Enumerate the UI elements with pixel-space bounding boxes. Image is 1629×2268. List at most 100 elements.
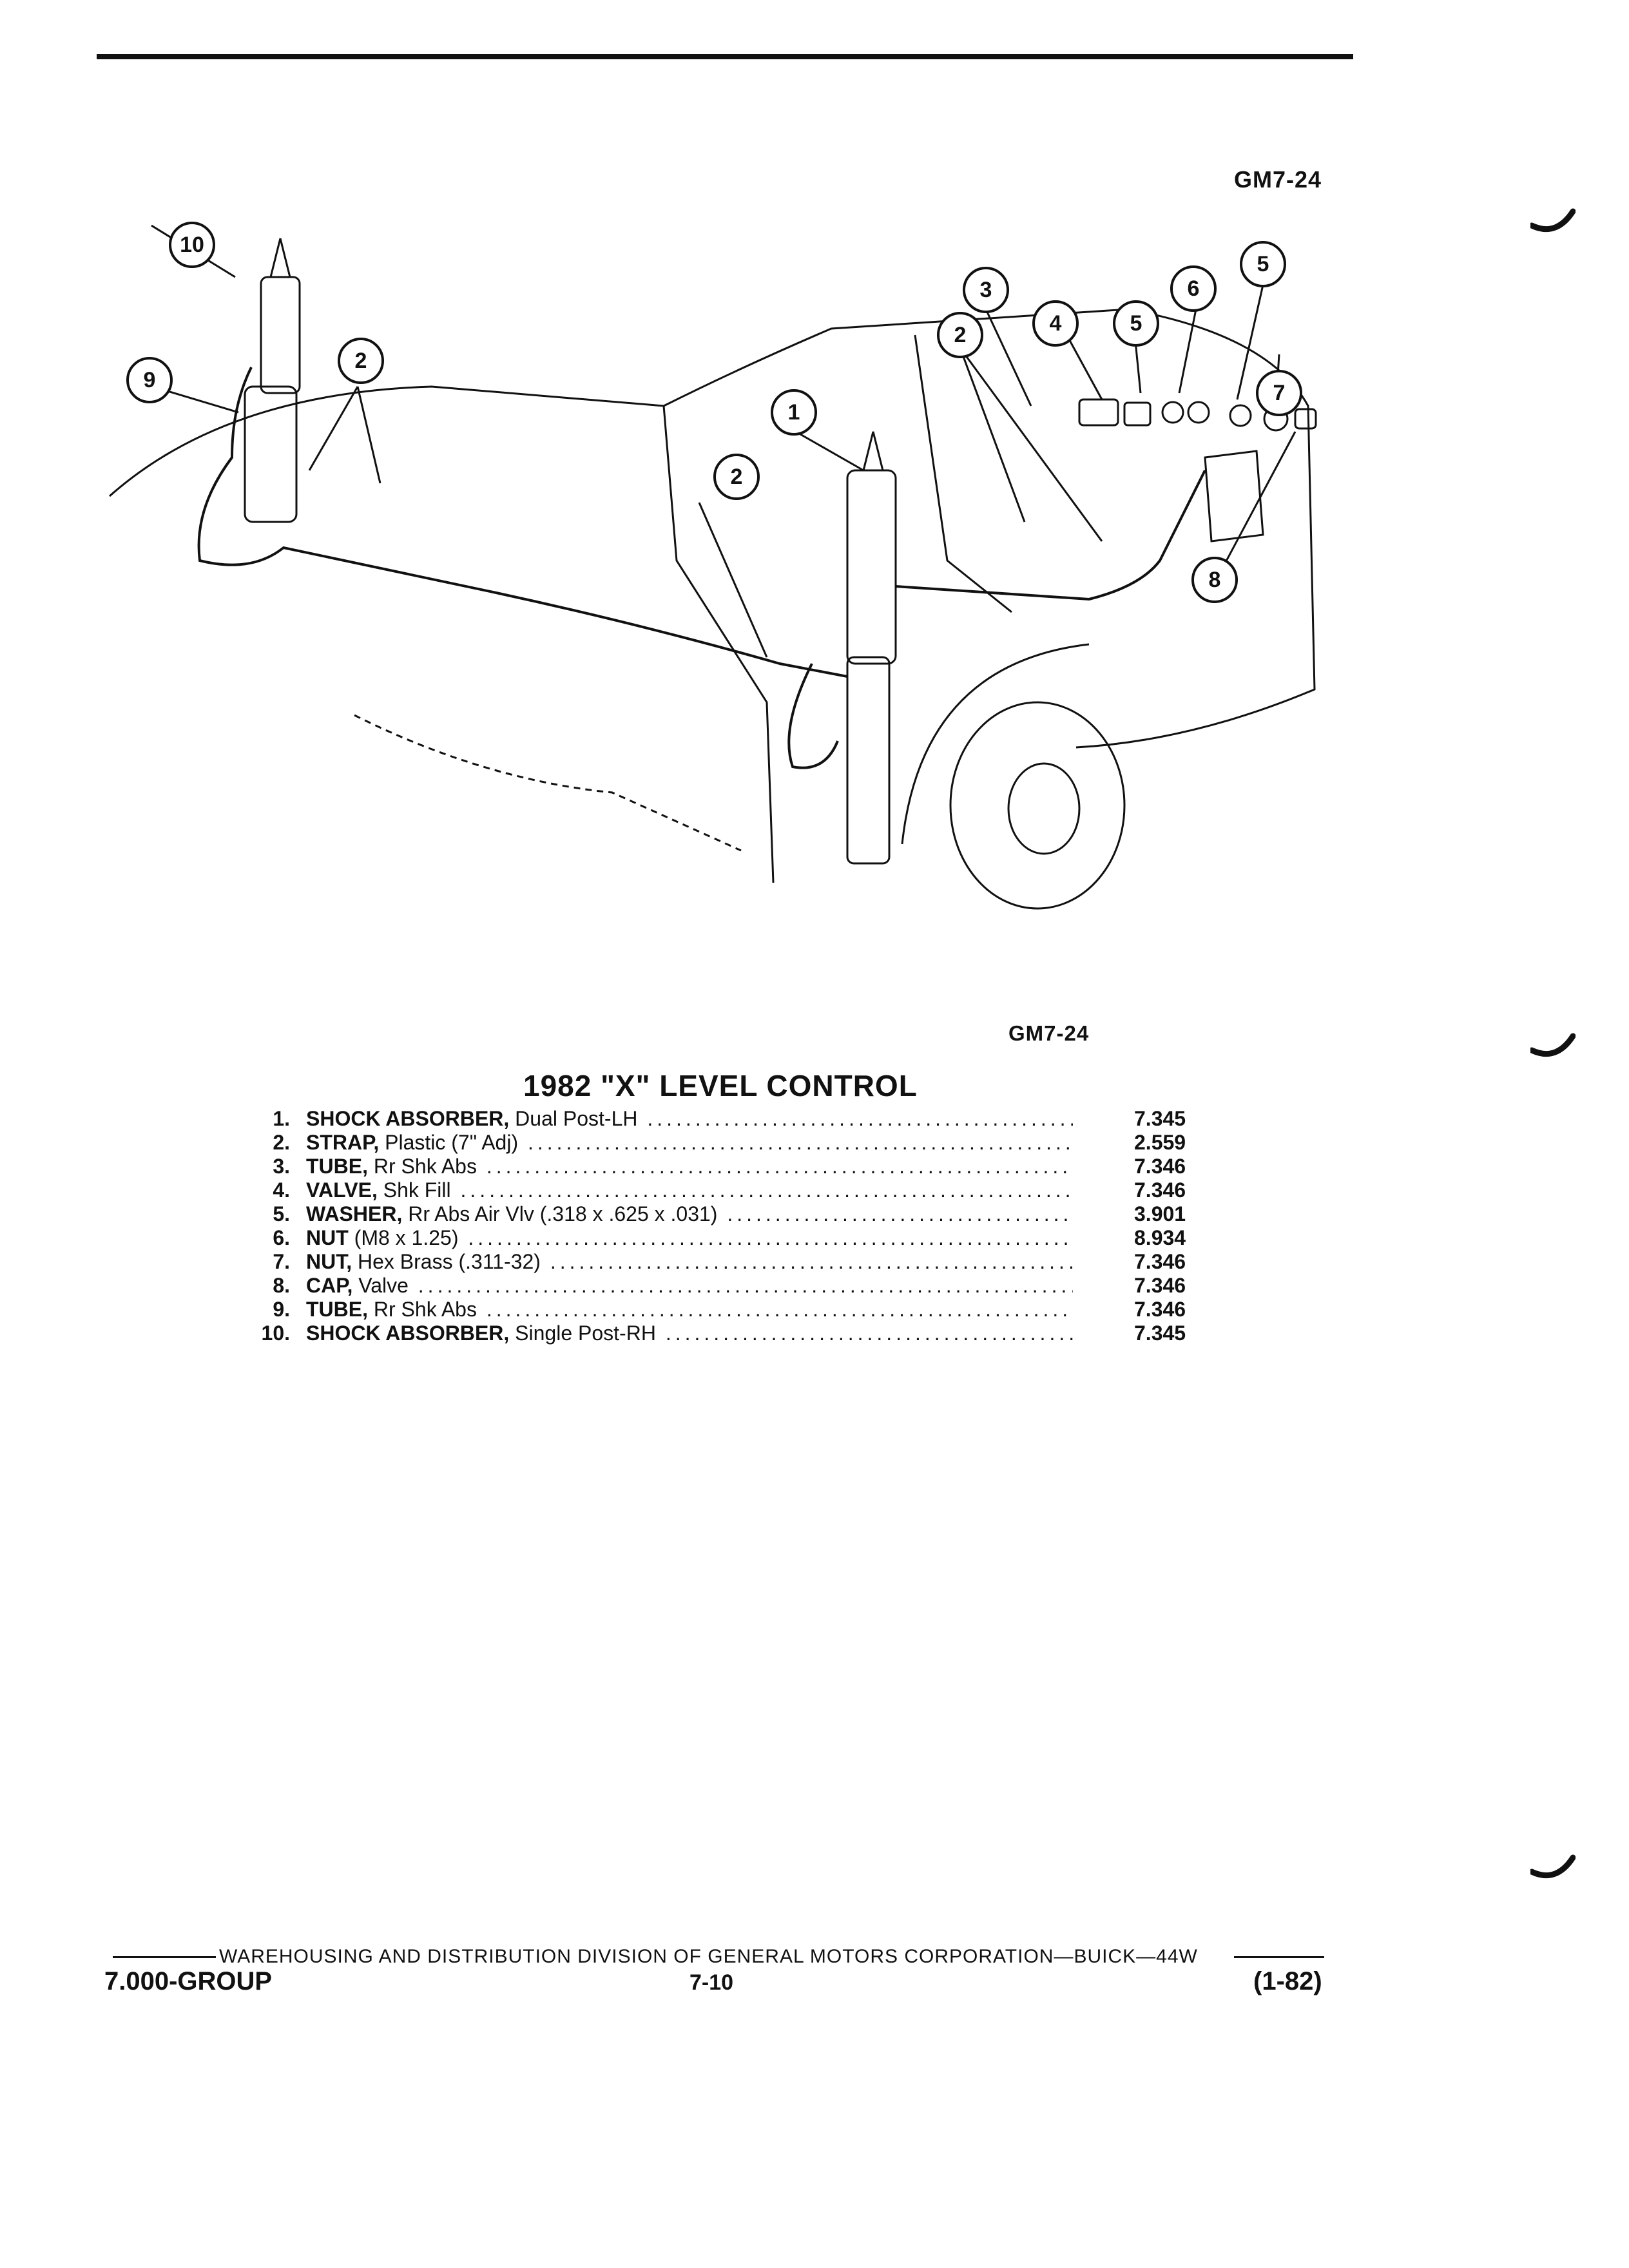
part-number: 10.	[261, 1321, 290, 1345]
part-row: 7. NUT, Hex Brass (.311-32) ............…	[255, 1250, 1221, 1274]
nut-shape	[1187, 401, 1210, 424]
part-detail: Rr Shk Abs	[368, 1155, 477, 1178]
callout-bubble-4	[1032, 300, 1079, 347]
callout-2c: 2	[954, 323, 967, 347]
part-name: TUBE,	[306, 1155, 368, 1178]
part-row: 1. SHOCK ABSORBER, Dual Post-LH ........…	[255, 1107, 1221, 1131]
part-code: 7.345	[1134, 1321, 1186, 1345]
part-description: NUT, Hex Brass (.311-32) ...............…	[306, 1250, 1073, 1274]
part-code: 7.346	[1134, 1298, 1186, 1321]
callout-2b: 2	[731, 465, 743, 489]
part-description: TUBE, Rr Shk Abs .......................…	[306, 1155, 1073, 1178]
part-number: 3.	[273, 1155, 290, 1178]
callout-bubble-2c	[937, 312, 983, 358]
shock-lh-stud	[862, 431, 884, 471]
air-tube-lh	[895, 470, 1206, 601]
part-description: VALVE, Shk Fill ........................…	[306, 1178, 1073, 1202]
part-description: SHOCK ABSORBER, Dual Post-LH ...........…	[306, 1107, 1073, 1131]
part-description: WASHER, Rr Abs Air Vlv (.318 x .625 x .0…	[306, 1202, 1073, 1226]
wheel-arch	[901, 643, 1090, 845]
callout-10: 10	[180, 233, 204, 257]
tube-loop	[787, 663, 839, 769]
part-row: 9. TUBE, Rr Shk Abs ....................…	[255, 1298, 1221, 1321]
part-detail: Plastic (7" Adj)	[379, 1131, 519, 1154]
binding-mark	[1530, 208, 1576, 233]
callout-bubble-3	[963, 267, 1009, 313]
part-number: 1.	[273, 1107, 290, 1130]
top-rule	[97, 54, 1353, 59]
shock-rh-lower	[244, 385, 298, 523]
part-code: 7.345	[1134, 1107, 1186, 1130]
leader-5b	[1236, 270, 1268, 400]
part-description: NUT (M8 x 1.25) ........................…	[306, 1226, 1073, 1250]
part-number: 8.	[273, 1274, 290, 1297]
shock-rh-stud	[269, 238, 291, 278]
part-detail: Valve	[352, 1274, 409, 1297]
part-row: 5. WASHER, Rr Abs Air Vlv (.318 x .625 x…	[255, 1202, 1221, 1226]
callout-6: 6	[1188, 276, 1200, 301]
part-detail: Shk Fill	[377, 1178, 451, 1202]
figure-code-top: GM7-24	[1234, 166, 1322, 193]
callout-5a: 5	[1130, 311, 1142, 336]
callout-3: 3	[980, 278, 992, 302]
part-number: 2.	[273, 1131, 290, 1154]
valve-body	[1078, 398, 1119, 427]
part-row: 6. NUT (M8 x 1.25) .....................…	[255, 1226, 1221, 1250]
valve-stem	[1123, 401, 1152, 427]
part-code: 7.346	[1134, 1250, 1186, 1273]
fill-door	[1204, 450, 1264, 543]
part-code: 8.934	[1134, 1226, 1186, 1249]
brake-drum	[949, 701, 1126, 910]
footer-group: 7.000-GROUP	[104, 1967, 273, 1995]
part-name: WASHER,	[306, 1202, 403, 1225]
part-number: 7.	[273, 1250, 290, 1273]
part-detail: Rr Abs Air Vlv (.318 x .625 x .031)	[402, 1202, 718, 1225]
figure-code-bottom: GM7-24	[1008, 1021, 1090, 1045]
quarter-line	[914, 334, 1012, 613]
callout-bubble-5b	[1240, 241, 1286, 287]
part-number: 6.	[273, 1226, 290, 1249]
parts-list: 1. SHOCK ABSORBER, Dual Post-LH ........…	[255, 1107, 1221, 1345]
part-code: 7.346	[1134, 1155, 1186, 1178]
part-number: 5.	[273, 1202, 290, 1225]
part-name: STRAP,	[306, 1131, 380, 1154]
part-row: 4. VALVE, Shk Fill .....................…	[255, 1178, 1221, 1202]
callout-bubble-1	[771, 389, 817, 436]
part-detail: Hex Brass (.311-32)	[352, 1250, 541, 1273]
part-row: 2. STRAP, Plastic (7" Adj) .............…	[255, 1131, 1221, 1155]
leader-dots: ........................................…	[665, 1321, 1073, 1345]
shock-lh-lower	[846, 656, 891, 865]
leader-2a	[308, 386, 381, 484]
leader-6	[1178, 296, 1200, 394]
leader-dots: ........................................…	[527, 1131, 1073, 1154]
part-description: TUBE, Rr Shk Abs .......................…	[306, 1298, 1073, 1321]
leader-dots: ........................................…	[727, 1202, 1073, 1225]
leader-2c	[959, 347, 1103, 542]
part-number: 4.	[273, 1178, 290, 1202]
level-control-diagram: 10 9 2 1 2 3 2 4 5 6 5 7 8	[97, 200, 1418, 999]
part-name: NUT	[306, 1226, 349, 1249]
callout-bubble-6	[1170, 265, 1217, 312]
shock-rh-upper	[260, 276, 301, 394]
callout-9: 9	[144, 368, 156, 392]
footer-rule-left	[113, 1956, 216, 1958]
washer-shape	[1161, 401, 1184, 424]
callout-2a: 2	[355, 349, 367, 373]
footer-rule-right	[1234, 1956, 1324, 1958]
callout-bubble-2b	[713, 454, 760, 500]
callout-bubble-10	[169, 222, 215, 268]
body-outline	[109, 308, 1316, 749]
drum-hub	[1007, 762, 1081, 855]
pillar-line	[662, 405, 775, 883]
footer-division-line: WAREHOUSING AND DISTRIBUTION DIVISION OF…	[219, 1946, 1198, 1967]
shock-lh-upper	[846, 469, 897, 665]
callout-bubble-8	[1191, 557, 1238, 603]
callout-5b: 5	[1257, 252, 1269, 276]
callout-8: 8	[1209, 568, 1221, 592]
leader-2b	[698, 502, 768, 658]
page-title: 1982 "X" LEVEL CONTROL	[523, 1069, 918, 1102]
callout-bubble-2a	[338, 338, 384, 384]
leader-dots: ........................................…	[468, 1226, 1073, 1249]
part-detail: (M8 x 1.25)	[348, 1226, 459, 1249]
floor-line	[354, 714, 742, 852]
